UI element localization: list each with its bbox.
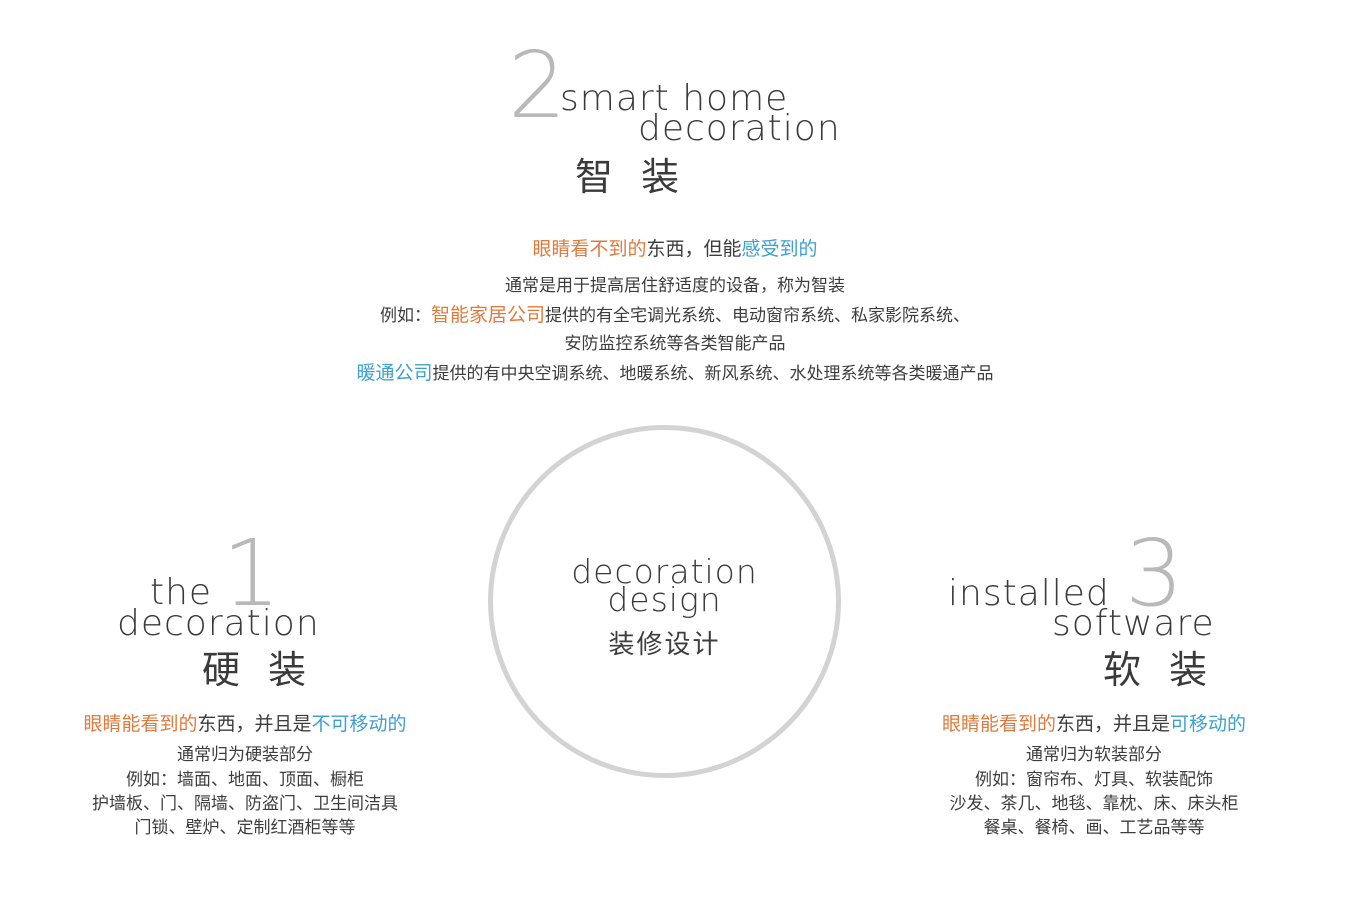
soft-desc-line4: 餐桌、餐椅、画、工艺品等等 (983, 818, 1205, 838)
center-title-line1: decoration (571, 552, 758, 591)
hard-title-cn: 硬 装 (202, 648, 315, 692)
hard-tagline-visible: 眼睛能看到的 (83, 713, 198, 735)
soft-tagline-mid: 东西，并且是 (1055, 713, 1170, 735)
hard-desc-line4: 门锁、壁炉、定制红酒柜等等 (134, 818, 356, 838)
soft-title-line1: installed (948, 573, 1110, 614)
smart-desc-example-label: 例如： (379, 306, 431, 326)
hard-desc-line2: 例如：墙面、地面、顶面、橱柜 (126, 770, 364, 790)
smart-desc-line4: 暖通公司提供的有中央空调系统、地暖系统、新风系统、水处理系统等各类暖通产品 (0, 358, 1350, 385)
soft-tagline: 眼睛能看到的东西，并且是可移动的 (894, 709, 1294, 736)
smart-title-line2: decoration (638, 108, 841, 149)
smart-tagline-feel: 感受到的 (741, 238, 818, 260)
hard-tagline-immovable: 不可移动的 (311, 713, 407, 735)
hard-desc-line3: 护墙板、门、隔墙、防盗门、卫生间洁具 (92, 794, 398, 814)
soft-title-cn: 软 装 (1103, 648, 1216, 692)
hard-title-line1: the (150, 572, 213, 613)
soft-desc-line2: 例如：窗帘布、灯具、软装配饰 (975, 770, 1213, 790)
hvac-company-label: 暖通公司 (356, 362, 433, 384)
smart-desc-example-text: 提供的有全宅调光系统、电动窗帘系统、私家影院系统、 (545, 306, 970, 326)
number-2: 2 (508, 32, 567, 139)
smart-title-line1: smart home (560, 78, 789, 119)
smart-desc-line3: 安防监控系统等各类智能产品 (564, 334, 786, 354)
soft-desc-line1: 通常归为软装部分 (1026, 745, 1162, 765)
smart-tagline-mid: 东西，但能 (646, 238, 742, 260)
smart-desc-line1: 通常是用于提高居住舒适度的设备，称为智装 (505, 276, 845, 296)
smart-title-cn: 智 装 (575, 155, 688, 199)
center-circle (488, 425, 841, 778)
hard-tagline-mid: 东西，并且是 (197, 713, 312, 735)
soft-desc-line3: 沙发、茶几、地毯、靠枕、床、床头柜 (949, 794, 1239, 814)
smart-company-label: 智能家居公司 (430, 304, 545, 326)
smart-tagline: 眼睛看不到的东西，但能感受到的 (0, 234, 1350, 261)
soft-title-line2: software (1052, 603, 1215, 644)
number-1: 1 (222, 520, 281, 627)
number-3: 3 (1125, 520, 1184, 627)
center-title-cn: 装修设计 (608, 630, 721, 660)
soft-tagline-movable: 可移动的 (1170, 713, 1247, 735)
hard-tagline: 眼睛能看到的东西，并且是不可移动的 (45, 709, 445, 736)
smart-desc-line2: 例如：智能家居公司提供的有全宅调光系统、电动窗帘系统、私家影院系统、 (0, 300, 1350, 327)
hvac-desc-text: 提供的有中央空调系统、地暖系统、新风系统、水处理系统等各类暖通产品 (432, 364, 994, 384)
hard-desc-line1: 通常归为硬装部分 (177, 745, 313, 765)
smart-tagline-invisible: 眼睛看不到的 (532, 238, 647, 260)
hard-title-line2: decoration (117, 603, 320, 644)
soft-tagline-visible: 眼睛能看到的 (941, 713, 1056, 735)
center-title-line2: design (607, 580, 722, 619)
